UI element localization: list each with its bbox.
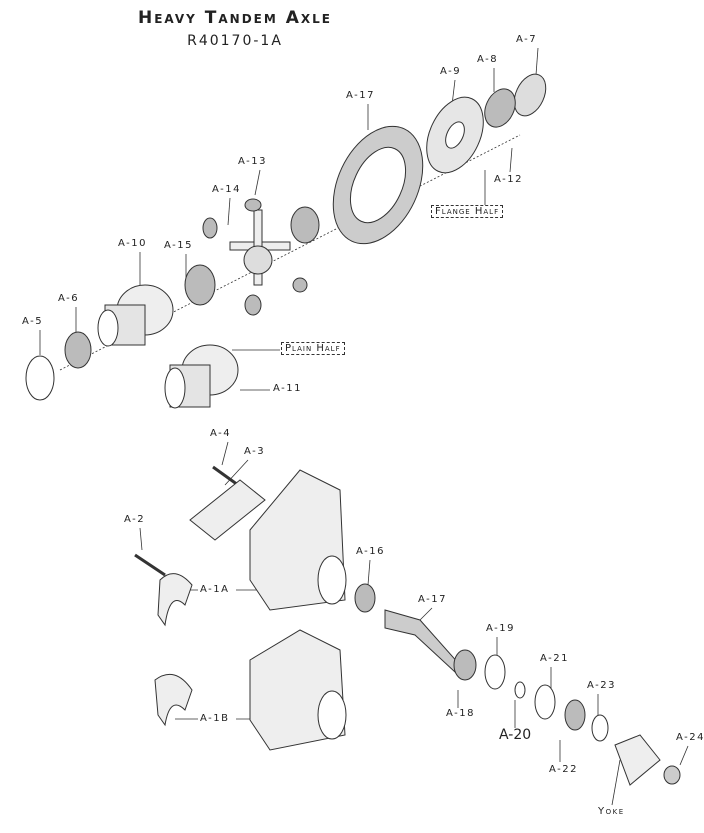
label-a17-ring-gear: A-17 (346, 90, 375, 101)
label-a20: A-20 (499, 727, 532, 743)
label-a2: A-2 (124, 514, 146, 525)
label-a6: A-6 (58, 293, 80, 304)
label-yoke: Yoke (598, 806, 625, 817)
label-a12: A-12 (494, 174, 523, 185)
label-a7: A-7 (516, 34, 538, 45)
label-a21: A-21 (540, 653, 569, 664)
label-a8: A-8 (477, 54, 499, 65)
label-a3: A-3 (244, 446, 266, 457)
label-a9: A-9 (440, 66, 462, 77)
diagram-title: Heavy Tandem Axle (138, 8, 332, 28)
label-a18: A-18 (446, 708, 475, 719)
label-a19: A-19 (486, 623, 515, 634)
label-a16: A-16 (356, 546, 385, 557)
label-a22: A-22 (549, 764, 578, 775)
label-flange-half: Flange Half (431, 205, 504, 218)
label-a14: A-14 (212, 184, 241, 195)
label-a17-pinion: A-17 (418, 594, 447, 605)
label-a5: A-5 (22, 316, 44, 327)
label-plain-half: Plain Half (281, 342, 345, 355)
differential-parts (25, 73, 547, 409)
label-a23: A-23 (587, 680, 616, 691)
label-a4: A-4 (210, 428, 232, 439)
label-a11: A-11 (273, 383, 302, 394)
label-a15: A-15 (164, 240, 193, 251)
label-a24: A-24 (676, 732, 704, 743)
part-number: R40170-1A (187, 33, 283, 49)
label-a1b: A-1B (200, 713, 230, 724)
label-a13: A-13 (238, 156, 267, 167)
label-a1a: A-1A (200, 584, 230, 595)
carrier-parts (134, 465, 681, 786)
label-a10: A-10 (118, 238, 147, 249)
